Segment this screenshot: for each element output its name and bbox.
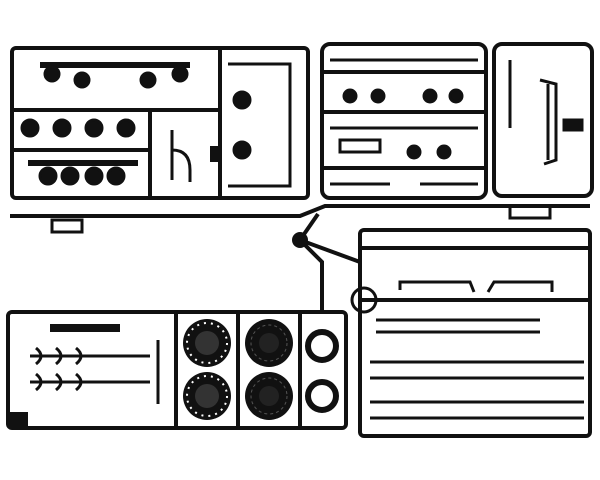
frame-top-middle (320, 42, 488, 200)
part-ring (350, 286, 378, 314)
part-bar (50, 324, 120, 332)
part-bracket (486, 280, 554, 293)
part-knob (38, 166, 58, 186)
sprue-tab (508, 204, 552, 220)
part-pipe (30, 354, 150, 384)
part-rail (228, 62, 292, 188)
part-knob (52, 118, 72, 138)
part-knob (342, 88, 358, 104)
part-knob (232, 140, 252, 160)
runner-main (10, 204, 590, 218)
center-gate (292, 232, 308, 248)
part-knob (43, 65, 61, 83)
part-knob (448, 88, 464, 104)
frame-top-left (10, 46, 310, 200)
part-knob (370, 88, 386, 104)
part-corner (8, 412, 28, 428)
part-block (562, 118, 584, 132)
part-tray (28, 160, 138, 166)
tire-ring-icon (305, 379, 339, 413)
part-knob (73, 71, 91, 89)
part-bracket (398, 280, 476, 293)
part-block (338, 138, 382, 154)
part-knob (20, 118, 40, 138)
part-bracket (539, 78, 558, 166)
tire-ring-icon (305, 329, 339, 363)
part-lever (170, 130, 192, 182)
part-knob (422, 88, 438, 104)
part-knob (84, 118, 104, 138)
part-clip (35, 372, 83, 392)
frame-bottom-right (358, 228, 592, 438)
part-bar (40, 62, 190, 68)
wheel-hub-icon (245, 319, 293, 367)
part-clip (35, 346, 83, 366)
runner-down (298, 238, 324, 312)
wheel-hub-icon (183, 319, 231, 367)
wheel-hub-icon (183, 372, 231, 420)
part-knob (406, 144, 422, 160)
wheel-hub-icon (245, 372, 293, 420)
sprue-tab (50, 218, 84, 234)
part-knob (60, 166, 80, 186)
part-knob (232, 90, 252, 110)
part-block (210, 146, 220, 162)
runner-link (299, 238, 361, 264)
frame-top-right (492, 42, 594, 198)
part-knob (106, 166, 126, 186)
part-knob (116, 118, 136, 138)
part-knob (84, 166, 104, 186)
part-knob (139, 71, 157, 89)
part-knob (436, 144, 452, 160)
part-knob (171, 65, 189, 83)
